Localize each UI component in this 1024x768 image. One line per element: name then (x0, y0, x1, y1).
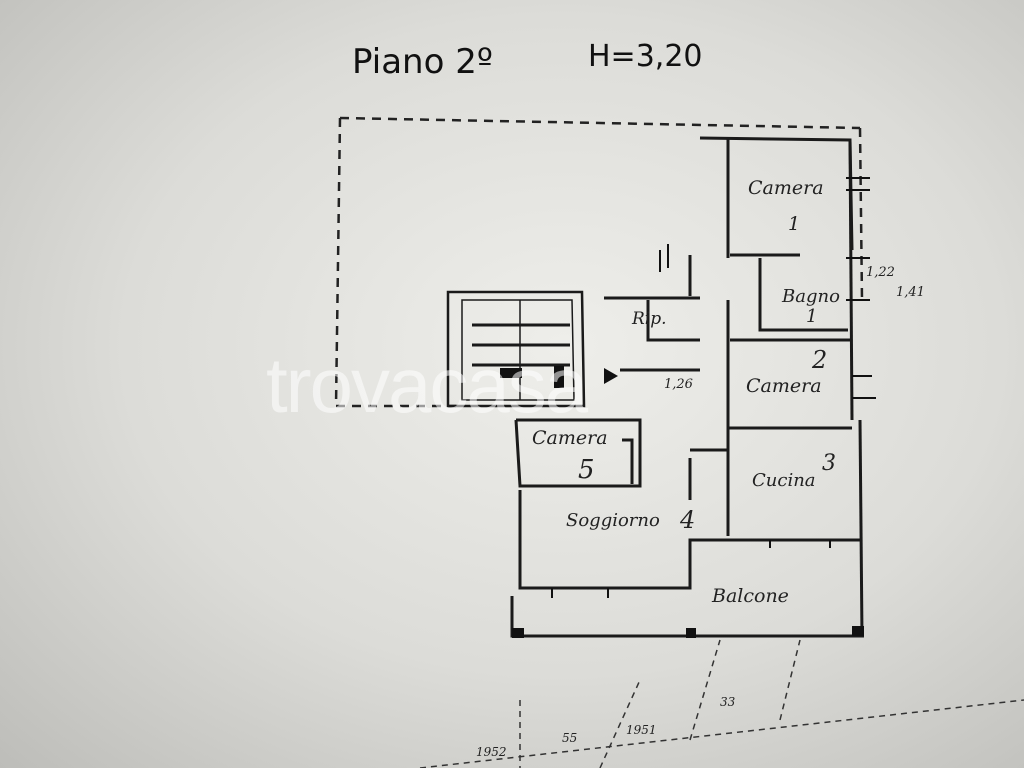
room-bagno-number: 1 (806, 306, 817, 327)
room-bagno-label: Bagno (781, 286, 840, 307)
room-camera-5-label: Camera (532, 427, 608, 449)
room-camera-1-number: 1 (788, 213, 800, 235)
walls (446, 136, 864, 638)
watermark-text: trovacasa (266, 341, 589, 429)
cadastral-numbers: 1952 1951 55 33 (476, 695, 736, 759)
door-marks (551, 177, 876, 598)
room-camera-2-label: Camera (746, 375, 822, 397)
room-cucina-label: Cucina (752, 470, 816, 491)
dimension-notes: 1,26 1,22 1,41 (664, 265, 925, 392)
room-cucina-number: 3 (822, 451, 836, 476)
note-3: 1,41 (896, 285, 925, 300)
map-number-4: 33 (720, 695, 736, 709)
room-camera-2-number: 2 (811, 346, 827, 374)
cadastral-lines (419, 639, 1024, 768)
plan-title: Piano 2º (352, 42, 493, 82)
watermark: trovacasa (266, 341, 591, 429)
room-balcone-label: Balcone (711, 585, 789, 607)
map-number-1: 1952 (476, 745, 507, 759)
dashed-outline (334, 116, 864, 408)
height-note: H=3,20 (588, 39, 703, 74)
room-soggiorno-number: 4 (679, 506, 695, 534)
room-rip-label: Rip. (631, 309, 667, 329)
room-soggiorno-label: Soggiorno (566, 510, 660, 531)
note-2: 1,22 (866, 265, 895, 280)
map-number-2: 1951 (626, 723, 657, 737)
map-number-3: 55 (562, 731, 577, 745)
corner-markers (500, 366, 864, 638)
room-camera-1-label: Camera (748, 177, 824, 199)
room-camera-5-number: 5 (578, 455, 595, 485)
room-labels: Camera 1 Bagno 1 Rip. Camera 2 Camera 5 … (532, 177, 840, 607)
note-1: 1,26 (664, 377, 693, 392)
